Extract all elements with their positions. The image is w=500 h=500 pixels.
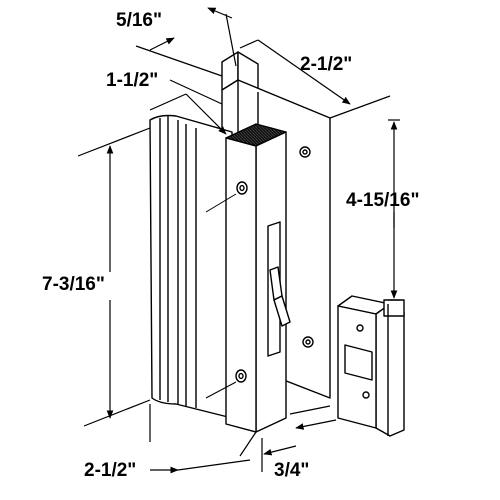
- label-handle-depth: 1-1/2": [106, 70, 158, 91]
- label-bracket-width: 2-1/2": [300, 54, 352, 75]
- label-base-width: 2-1/2": [84, 460, 136, 481]
- handle-grip: [149, 114, 233, 419]
- handle-face: [225, 123, 291, 433]
- dimension-lines: [77, 7, 400, 474]
- label-face-thickness: 3/4": [274, 460, 309, 481]
- label-top-lip-width: 5/16": [116, 10, 162, 31]
- label-keeper-height: 4-15/16": [346, 190, 419, 211]
- keeper: [337, 295, 405, 437]
- screw-leaders: [205, 193, 237, 399]
- label-handle-height: 7-3/16": [42, 274, 105, 295]
